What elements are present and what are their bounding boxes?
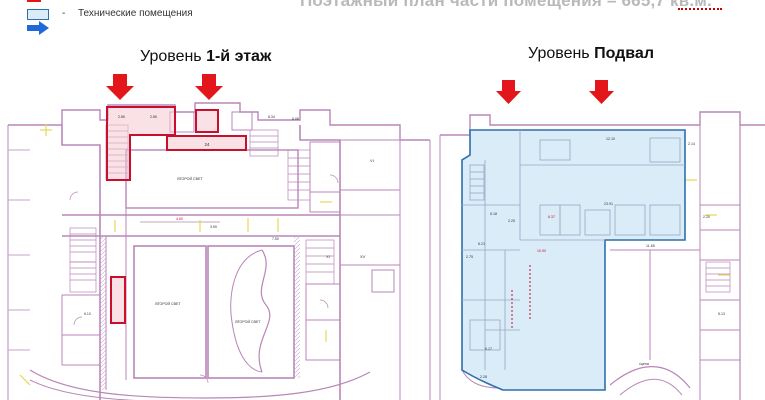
- label-roman-vi: VI: [370, 158, 374, 163]
- level-basement-prefix: Уровень: [528, 45, 595, 62]
- basement-dim-d: 11.65: [646, 244, 655, 248]
- page-title: Поэтажный план части помещения – 665,7 к…: [300, 0, 712, 10]
- basement-dim-j: 6.21: [478, 242, 485, 246]
- dim-c: 8.34: [268, 115, 275, 119]
- dim-g: 7.50: [272, 237, 279, 241]
- label-roman-xi: XI: [326, 254, 330, 259]
- title-spellcheck-underline: [678, 6, 722, 10]
- basement-dim-l: 6.17: [485, 347, 492, 351]
- legend-red-line: [27, 0, 41, 2]
- legend-dash: -: [62, 8, 66, 19]
- basement-dim-m: 2.28: [480, 375, 487, 379]
- basement-dim-n: 5.13: [718, 312, 725, 316]
- basement-plan: [439, 111, 765, 400]
- dim-f: 4.60: [176, 217, 183, 221]
- legend-tech-rooms-swatch: [27, 9, 49, 20]
- basement-dim-b: 23.91: [604, 202, 613, 206]
- label-second-light-top: ВТОРОЙ СВЕТ: [177, 177, 203, 181]
- basement-dim-a: 12.10: [606, 137, 615, 141]
- arrow-down-icon: [589, 80, 614, 104]
- level-label-first-floor: Уровень 1-й этаж: [140, 48, 271, 66]
- dim-d: 6.08: [292, 117, 299, 121]
- basement-dim-k: 2.14: [688, 142, 695, 146]
- basement-tech-area: 10.90 6.37: [461, 129, 686, 391]
- arrow-down-icon: [106, 74, 134, 100]
- first-floor-labels: ВТОРОЙ СВЕТ ВТОРОЙ СВЕТ ВТОРОЙ СВЕТ 24 2…: [84, 115, 374, 324]
- arrow-down-icon: [496, 80, 521, 104]
- dim-a: 2.85: [118, 115, 125, 119]
- basement-dim-e: 6.37: [548, 215, 555, 219]
- level-label-basement: Уровень Подвал: [528, 45, 654, 63]
- basement-stage-label: сцена: [639, 362, 649, 366]
- arrow-down-icon: [195, 74, 223, 100]
- basement-dim-g: 2.20: [703, 215, 710, 219]
- label-roman-xv: XV: [360, 254, 366, 259]
- level-first-name: 1-й этаж: [206, 48, 272, 65]
- label-room-24: 24: [204, 142, 210, 147]
- basement-dim-c: 10.90: [537, 249, 546, 253]
- first-floor-plan: [7, 102, 431, 400]
- first-floor-tech-rooms: [106, 106, 247, 324]
- dim-e: 3.59: [210, 225, 217, 229]
- label-second-light-left: ВТОРОЙ СВЕТ: [155, 302, 181, 306]
- basement-dim-h: 2.75: [466, 255, 473, 259]
- basement-labels: 12.10 23.91 11.65 2.25 2.20 2.75 5.18 6.…: [466, 137, 725, 379]
- label-second-light-right: ВТОРОЙ СВЕТ: [235, 320, 261, 324]
- level-basement-name: Подвал: [594, 45, 654, 62]
- dim-b: 2.85: [150, 115, 157, 119]
- first-floor-arrows: [106, 74, 223, 100]
- legend-blue-arrow-icon: [27, 21, 49, 35]
- basement-arrows: [496, 80, 614, 104]
- basement-dim-f: 2.25: [508, 219, 515, 223]
- level-first-prefix: Уровень: [140, 48, 207, 65]
- dim-h: 6.10: [84, 312, 91, 316]
- legend-tech-rooms-label: Технические помещения: [78, 8, 193, 19]
- basement-dim-i: 5.18: [490, 212, 497, 216]
